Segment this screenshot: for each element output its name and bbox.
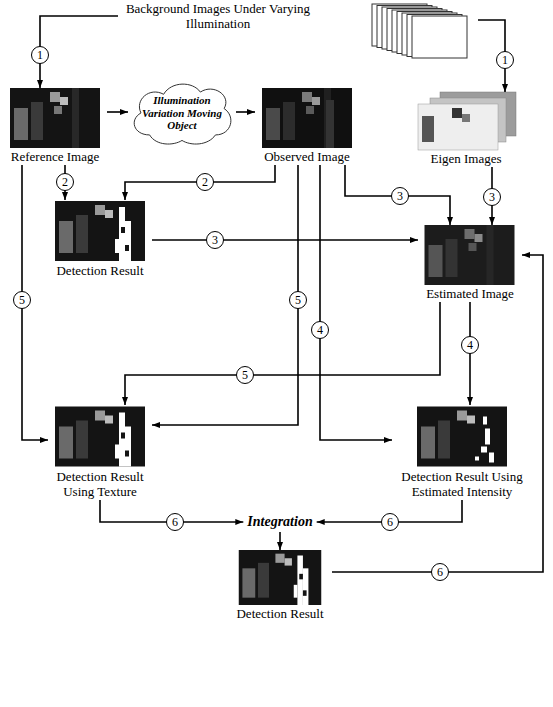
eigen-feature xyxy=(462,114,470,122)
image-node: Detection Result Using Estimated Intensi… xyxy=(392,405,532,500)
step-number: 4 xyxy=(311,321,329,339)
reference-thumbnail xyxy=(10,88,100,148)
connector-arrow xyxy=(40,16,118,88)
connector-arrow xyxy=(320,165,392,440)
connector-arrow xyxy=(491,167,493,225)
image-node: Detection Result Using Texture xyxy=(48,405,152,500)
step-number: 2 xyxy=(56,173,74,191)
caption-text: Eigen Images xyxy=(414,152,518,167)
cloud-node: Illumination Variation Moving Object xyxy=(128,80,236,146)
connector-arrow xyxy=(478,20,505,92)
step-number: 3 xyxy=(483,188,501,206)
caption-text: Illumination Variation Moving Object xyxy=(142,94,222,132)
connector-arrow xyxy=(22,165,48,440)
connector-arrow xyxy=(125,302,440,405)
detection-thumbnail xyxy=(55,201,145,261)
step-number: 4 xyxy=(461,336,479,354)
caption-text: Observed Image xyxy=(255,150,359,165)
image-node: Detection Result xyxy=(228,550,332,622)
connector-arrow xyxy=(152,239,418,241)
connector-arrow xyxy=(345,165,450,225)
connector-arrow xyxy=(125,165,275,200)
image-node: Observed Image xyxy=(255,88,359,165)
step-number: 3 xyxy=(391,187,409,205)
caption-text: Detection Result xyxy=(48,264,152,279)
connector-arrow xyxy=(332,255,543,572)
connector-arrow xyxy=(107,111,128,113)
eigen-feature xyxy=(422,116,434,142)
connector-arrow xyxy=(64,165,66,200)
connector-arrow xyxy=(100,500,243,522)
final-detection-thumbnail xyxy=(239,550,322,605)
connector-arrow xyxy=(236,111,255,113)
image-node: Eigen Images xyxy=(414,92,518,167)
connector-arrow xyxy=(279,532,281,550)
eigen-image xyxy=(418,104,498,150)
caption-text: Detection Result xyxy=(228,607,332,622)
connector-arrow xyxy=(469,302,471,405)
observed-thumbnail xyxy=(262,88,352,148)
image-node: Reference Image xyxy=(3,88,107,165)
caption-text: Estimated Image xyxy=(418,287,522,302)
eigen-feature xyxy=(452,108,462,118)
step-number: 5 xyxy=(289,291,307,309)
intensity-detection-thumbnail xyxy=(417,407,507,467)
step-number: 5 xyxy=(236,366,254,384)
estimated-thumbnail xyxy=(425,225,515,285)
stack-frame xyxy=(412,16,467,58)
image-stack xyxy=(372,4,467,58)
step-number: 5 xyxy=(13,291,31,309)
connector-arrow xyxy=(317,500,462,522)
caption-text: Detection Result Using Texture xyxy=(48,470,152,500)
step-number: 1 xyxy=(31,46,49,64)
step-number: 6 xyxy=(166,513,184,531)
image-node: Detection Result xyxy=(48,200,152,279)
caption-text: Detection Result Using Estimated Intensi… xyxy=(392,470,532,500)
step-number: 6 xyxy=(381,513,399,531)
connector-arrow xyxy=(152,165,298,425)
texture-detection-thumbnail xyxy=(55,407,145,467)
input-images-node: Background Images Under Varying Illumina… xyxy=(118,0,478,58)
integration-node: Integration xyxy=(243,512,316,532)
caption-text: Reference Image xyxy=(3,150,107,165)
step-number: 3 xyxy=(206,231,224,249)
caption-text: Background Images Under Varying Illumina… xyxy=(118,2,318,32)
cloud-outline xyxy=(134,84,231,144)
step-number: 2 xyxy=(196,173,214,191)
step-number: 6 xyxy=(431,563,449,581)
eigen-thumbnails xyxy=(418,92,516,150)
image-node: Estimated Image xyxy=(418,225,522,302)
step-number: 1 xyxy=(496,51,514,69)
step-label: Integration xyxy=(247,514,312,530)
